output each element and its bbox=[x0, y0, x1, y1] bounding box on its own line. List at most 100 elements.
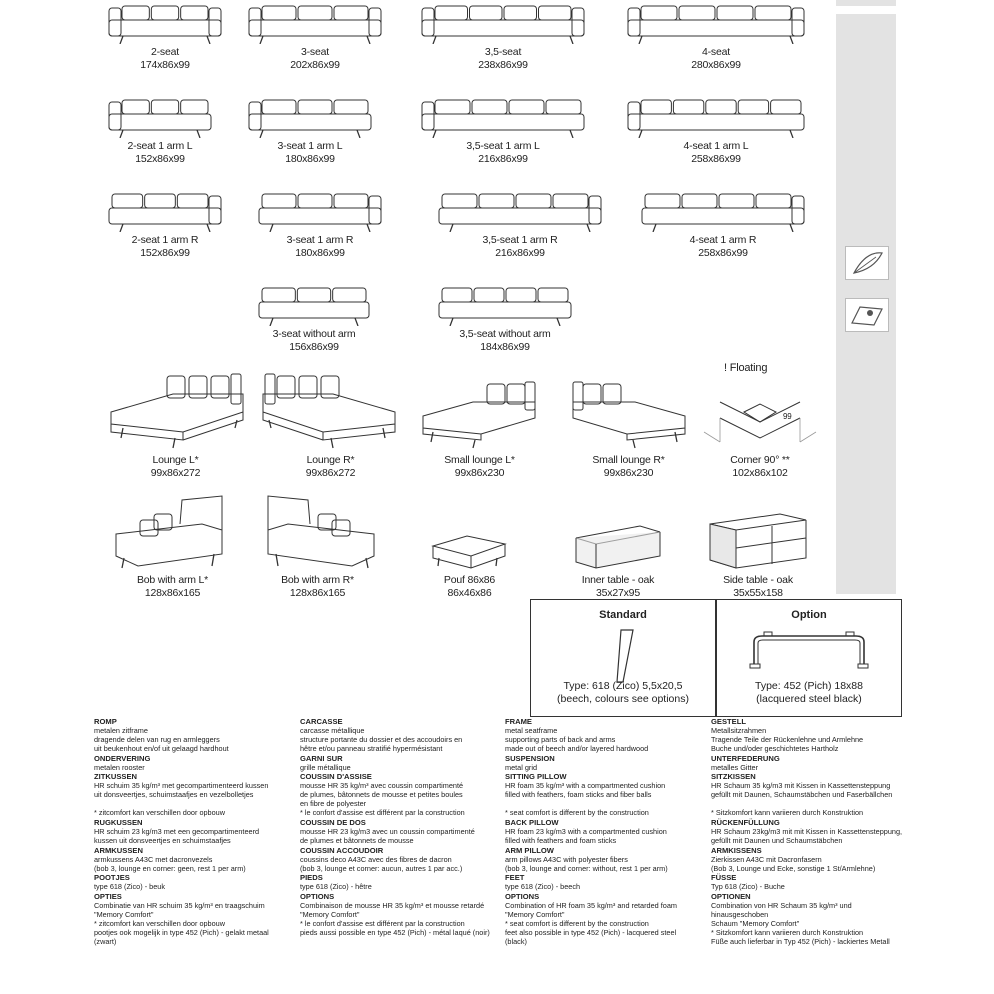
sofa-item-r1-2: 3-seat 202x86x99 bbox=[245, 46, 385, 72]
spec-text: Combination of HR foam 35 kg/m³ and reta… bbox=[505, 901, 677, 946]
zico-foot-icon bbox=[616, 629, 634, 683]
sofa-label: Inner table - oak bbox=[581, 574, 655, 586]
spec-text: Combinatie van HR schuim 35 kg/m³ en tra… bbox=[94, 901, 269, 946]
spec-heading: PIEDS bbox=[300, 873, 323, 883]
spec-heading: OPTIONS bbox=[505, 892, 540, 902]
sofa-dims: 258x86x99 bbox=[691, 153, 741, 165]
sofa-item-r6-4: Inner table - oak 35x27x95 bbox=[568, 574, 668, 600]
sofa-label: 3-seat bbox=[301, 46, 329, 58]
sofa-item-r6-1: Bob with arm L* 128x86x165 bbox=[110, 574, 235, 600]
sofa-drawing-r6-2 bbox=[255, 494, 380, 577]
spec-heading: COUSSIN DE DOS bbox=[300, 817, 366, 827]
spec-text: metal seatframe supporting parts of back… bbox=[505, 725, 649, 753]
sofa-drawing-r5-4 bbox=[566, 376, 691, 457]
spec-heading: ARMKUSSEN bbox=[94, 845, 143, 855]
sofa-drawing-r1-3 bbox=[418, 0, 588, 49]
sofa-item-r3-2: 3-seat 1 arm R 180x86x99 bbox=[255, 234, 385, 260]
spec-heading: ZITKUSSEN bbox=[94, 772, 138, 782]
sofa-dims: 238x86x99 bbox=[478, 59, 528, 71]
feet-option-title: Option bbox=[791, 609, 827, 621]
spec-text: metal grid bbox=[505, 762, 538, 772]
spec-heading: UNTERFEDERUNG bbox=[711, 753, 780, 763]
spec-heading: SITTING PILLOW bbox=[505, 772, 567, 782]
sofa-drawing-r6-1 bbox=[110, 494, 235, 577]
sofa-item-r3-3: 3,5-seat 1 arm R 216x86x99 bbox=[435, 234, 605, 260]
spec-heading: COUSSIN D'ASSISE bbox=[300, 772, 372, 782]
sofa-label: 3-seat 1 arm R bbox=[286, 234, 354, 246]
spec-text: HR schuim 23 kg/m3 met een gecompartimen… bbox=[94, 826, 260, 845]
sofa-label: Small lounge R* bbox=[592, 454, 665, 466]
spec-text: armkussens A43C met dacronvezels (bob 3,… bbox=[94, 854, 246, 873]
spec-text: Combination von HR Schaum 35 kg/m³ und h… bbox=[711, 901, 890, 946]
spec-heading: SUSPENSION bbox=[505, 753, 555, 763]
sofa-drawing-r3-3 bbox=[435, 188, 605, 237]
sofa-drawing-r5-2 bbox=[258, 372, 403, 457]
spec-heading: GARNI SUR bbox=[300, 753, 343, 763]
spec-text: Combinaison de mousse HR 35 kg/m³ et mou… bbox=[300, 901, 490, 937]
spec-heading: SITZKISSEN bbox=[711, 772, 756, 782]
sofa-dims: 99x86x230 bbox=[454, 467, 505, 479]
spec-text: metalen rooster bbox=[94, 762, 145, 772]
feet-option-line2: (lacquered steel black) bbox=[756, 693, 862, 705]
sofa-label: 2-seat 1 arm R bbox=[131, 234, 199, 246]
spec-heading: ONDERVERING bbox=[94, 753, 151, 763]
spec-text: Zierkissen A43C mit Dacronfasern (Bob 3,… bbox=[711, 854, 876, 873]
sofa-label: 4-seat bbox=[702, 46, 730, 58]
spec-heading: OPTIES bbox=[94, 892, 122, 902]
feet-option-line1: Type: 452 (Pich) 18x88 bbox=[755, 680, 863, 692]
sofa-drawing-r2-1 bbox=[105, 94, 215, 143]
sofa-label: 2-seat bbox=[151, 46, 179, 58]
sofa-dims: 216x86x99 bbox=[495, 247, 545, 259]
sofa-drawing-r6-4 bbox=[568, 520, 668, 577]
sofa-item-r5-3: Small lounge L* 99x86x230 bbox=[417, 454, 542, 480]
sofa-drawing-r3-1 bbox=[105, 188, 225, 237]
sofa-dims: 180x86x99 bbox=[285, 153, 335, 165]
sofa-item-r1-4: 4-seat 280x86x99 bbox=[624, 46, 808, 72]
sofa-drawing-r5-1 bbox=[103, 372, 248, 457]
sofa-drawing-r5-5 bbox=[700, 382, 820, 457]
sofa-item-r6-2: Bob with arm R* 128x86x165 bbox=[255, 574, 380, 600]
sofa-item-r2-2: 3-seat 1 arm L 180x86x99 bbox=[245, 140, 375, 166]
sofa-label: Bob with arm L* bbox=[136, 574, 209, 586]
sofa-label: 3,5-seat 1 arm L bbox=[466, 140, 540, 152]
sofa-dims: 258x86x99 bbox=[698, 247, 748, 259]
sofa-item-r4-1: 3-seat without arm 156x86x99 bbox=[255, 328, 373, 354]
feet-option-box: Option Type: 452 (Pich) 18x88 (lacquered… bbox=[716, 599, 902, 717]
spec-heading: GESTELL bbox=[711, 717, 747, 726]
spec-heading: FRAME bbox=[505, 717, 532, 726]
spec-heading: ARMKISSENS bbox=[711, 845, 762, 855]
sofa-item-r2-3: 3,5-seat 1 arm L 216x86x99 bbox=[418, 140, 588, 166]
spec-heading: RÜCKENFÜLLUNG bbox=[711, 817, 780, 827]
floating-dim-value: 99 bbox=[783, 412, 792, 421]
feet-standard-line1: Type: 618 (Zico) 5,5x20,5 bbox=[563, 680, 683, 692]
feet-standard-title: Standard bbox=[599, 609, 647, 621]
sofa-dims: 184x86x99 bbox=[480, 341, 530, 353]
sofa-item-r1-3: 3,5-seat 238x86x99 bbox=[418, 46, 588, 72]
sofa-item-r6-3: Pouf 86x86 86x46x86 bbox=[427, 574, 512, 600]
sofa-item-r2-4: 4-seat 1 arm L 258x86x99 bbox=[624, 140, 808, 166]
feet-standard-box: Standard Type: 618 (Zico) 5,5x20,5 (beec… bbox=[530, 599, 716, 717]
spec-heading: OPTIONEN bbox=[711, 892, 751, 902]
sofa-dims: 156x86x99 bbox=[289, 341, 339, 353]
spec-heading: CARCASSE bbox=[300, 717, 343, 726]
sofa-drawing-r5-3 bbox=[417, 376, 542, 457]
sofa-item-r5-1: Lounge L* 99x86x272 bbox=[103, 454, 248, 480]
spec-text: HR foam 23 kg/m3 with a compartmented cu… bbox=[505, 826, 667, 845]
spec-heading: ROMP bbox=[94, 717, 117, 726]
sofa-label: 3,5-seat 1 arm R bbox=[482, 234, 558, 246]
spec-text: mousse HR 23 kg/m3 avec un coussin compa… bbox=[300, 826, 475, 845]
spec-text: grille métallique bbox=[300, 762, 351, 772]
sofa-label: Side table - oak bbox=[723, 574, 793, 586]
sofa-label: Corner 90° ** bbox=[730, 454, 790, 466]
leaf-fabric-icon bbox=[845, 246, 889, 280]
sofa-item-r6-5: Side table - oak 35x55x158 bbox=[702, 574, 814, 600]
spec-text: HR Schaum 23kg/m3 mit mit Kissen in Kass… bbox=[711, 826, 903, 845]
sofa-dims: 99x86x272 bbox=[150, 467, 201, 479]
sofa-drawing-r3-4 bbox=[638, 188, 808, 237]
spec-heading: COUSSIN ACCOUDOIR bbox=[300, 845, 384, 855]
spec-text: arm pillows A43C with polyester fibers (… bbox=[505, 854, 668, 873]
sofa-item-r3-4: 4-seat 1 arm R 258x86x99 bbox=[638, 234, 808, 260]
